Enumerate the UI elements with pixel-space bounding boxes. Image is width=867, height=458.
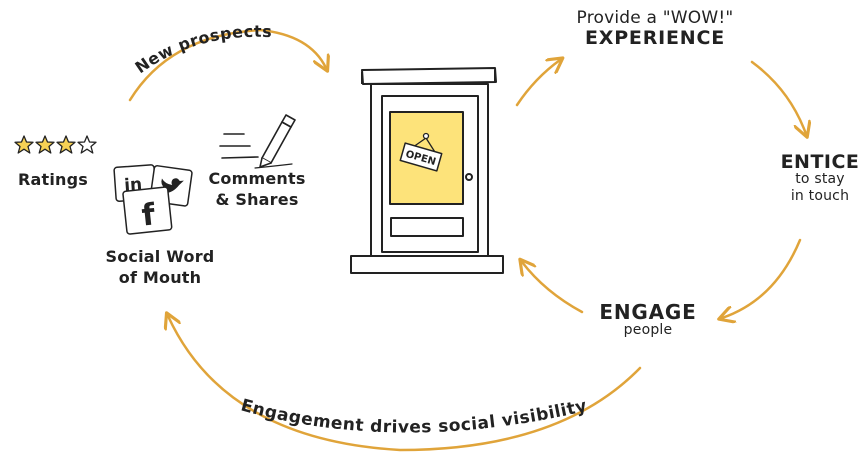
social-icons: in f <box>113 164 193 235</box>
social-word-of-mouth-label: Social Word of Mouth <box>90 246 230 288</box>
pencil-icon <box>219 114 296 169</box>
rating-stars <box>14 135 97 154</box>
arrow-engage-to-door <box>522 262 584 314</box>
facebook-icon: f <box>122 186 173 235</box>
arrow-left-to-door <box>128 28 326 102</box>
star-icon <box>77 135 97 154</box>
entice-title: ENTICE <box>780 151 860 173</box>
comments-shares-label: Comments & Shares <box>202 168 312 210</box>
comments-line-1: Comments <box>208 169 306 188</box>
wow-line-1: Provide a "WOW!" <box>576 8 734 28</box>
wow-experience-label: Provide a "WOW!" EXPERIENCE <box>560 8 750 48</box>
wow-line-2: EXPERIENCE <box>584 27 726 49</box>
arrow-bottom-to-left <box>168 316 642 452</box>
arrow-entice-to-engage <box>722 238 802 318</box>
entice-label: ENTICE to stay in touch <box>772 151 867 205</box>
engage-sub: people <box>623 322 673 338</box>
swom-line-2: of Mouth <box>118 268 202 287</box>
door-lintel <box>361 67 497 85</box>
door-knob <box>465 173 473 181</box>
door-bottom-panel <box>390 217 464 237</box>
engage-label: ENGAGE people <box>588 300 708 339</box>
star-icon <box>14 135 34 154</box>
swom-line-1: Social Word <box>105 247 215 266</box>
star-icon <box>56 135 76 154</box>
arrow-door-to-wow <box>515 60 560 107</box>
star-icon <box>35 135 55 154</box>
door-threshold <box>350 255 504 274</box>
engage-title: ENGAGE <box>599 300 697 324</box>
cycle-arrows <box>128 28 806 452</box>
arrow-wow-to-entice <box>750 60 806 134</box>
svg-text:f: f <box>140 197 158 233</box>
new-prospects-label: New prospects <box>132 22 273 77</box>
ratings-label: Ratings <box>18 170 89 189</box>
door-icon: OPEN <box>350 67 504 274</box>
entice-line-2: to stay <box>795 171 845 187</box>
comments-line-2: & Shares <box>215 190 299 209</box>
entice-line-3: in touch <box>790 188 850 204</box>
open-sign <box>399 142 443 172</box>
